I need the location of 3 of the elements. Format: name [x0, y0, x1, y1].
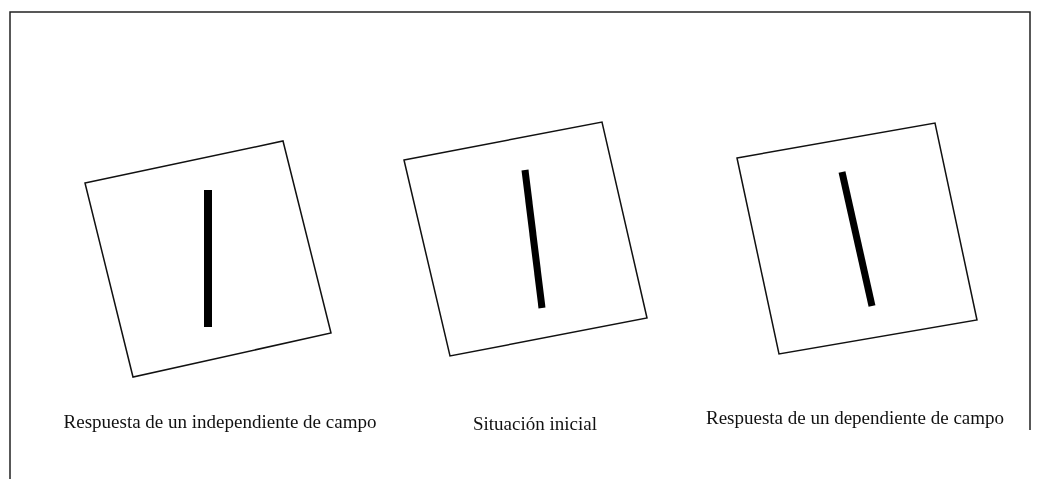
caption-text: Respuesta de un dependiente de campo	[704, 406, 1006, 429]
caption-text: Respuesta de un independiente de campo	[62, 410, 378, 433]
caption-text: Situación inicial	[472, 412, 598, 435]
